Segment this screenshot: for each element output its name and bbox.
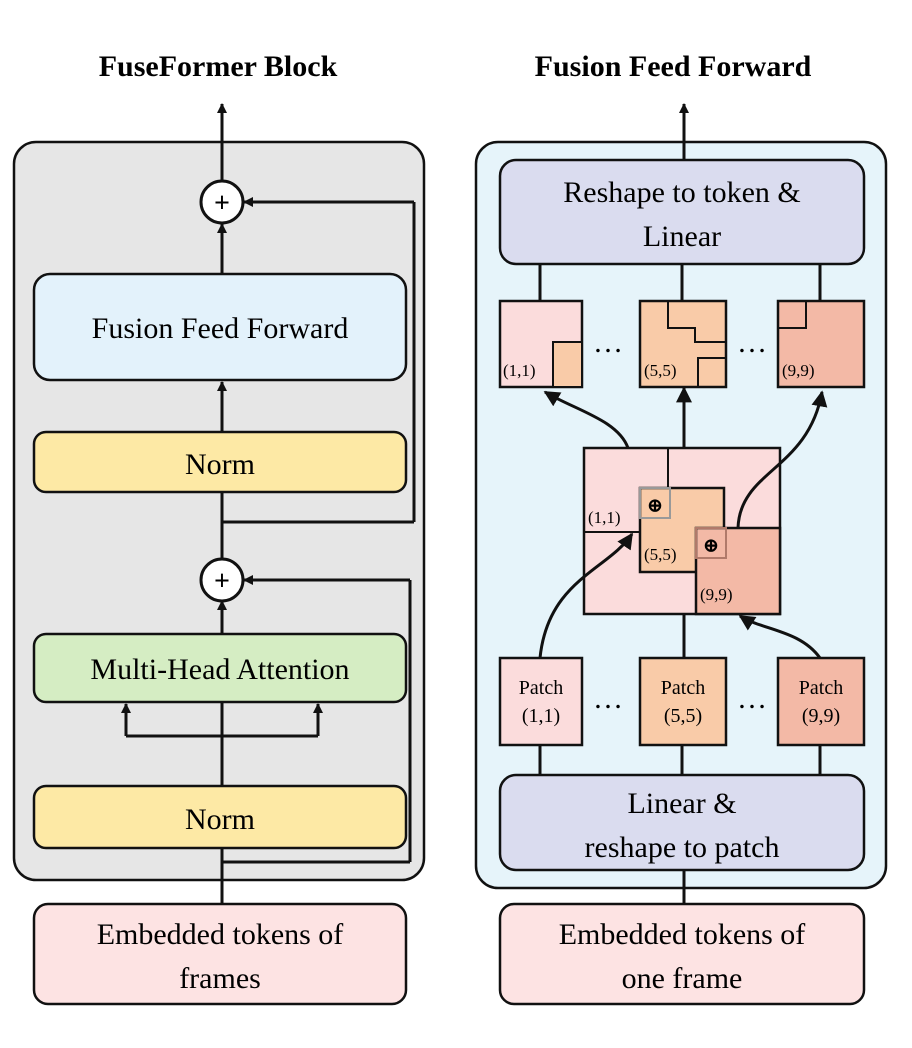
ellipsis-input-2: … xyxy=(737,682,767,715)
fuseformer-block-panel: FuseFormer Block Fusion Feed Forward xyxy=(12,50,426,1006)
svg-text:(1,1): (1,1) xyxy=(588,508,621,527)
svg-text:Patch: Patch xyxy=(661,677,705,699)
add-icon-top: + xyxy=(199,179,245,225)
input-patch-1-1: Patch (1,1) xyxy=(498,656,584,747)
fuseformer-block-background xyxy=(12,140,426,882)
left-input-line1: Embedded tokens of xyxy=(97,918,344,951)
multi-head-attention-box: Multi-Head Attention xyxy=(32,632,408,704)
right-input-box: Embedded tokens of one frame xyxy=(498,902,866,1006)
svg-text:(5,5): (5,5) xyxy=(644,361,677,380)
reshape-linear-line2: Linear xyxy=(643,220,721,253)
add-icon-bottom: + xyxy=(199,557,245,603)
right-input-line1: Embedded tokens of xyxy=(559,918,806,951)
left-input-box: Embedded tokens of frames xyxy=(32,902,408,1006)
linear-reshape-line1: Linear & xyxy=(627,787,736,820)
oplus-icon-2: ⊕ xyxy=(703,535,720,557)
norm-box-bottom: Norm xyxy=(32,784,408,850)
linear-reshape-box: Linear & reshape to patch xyxy=(498,773,866,872)
output-patch-1-1: (1,1) xyxy=(498,299,584,389)
svg-text:(9,9): (9,9) xyxy=(802,705,840,727)
left-input-line2: frames xyxy=(179,962,261,995)
reshape-linear-line1: Reshape to token & xyxy=(563,176,800,209)
fuseformer-block-title: FuseFormer Block xyxy=(99,50,338,83)
svg-text:(9,9): (9,9) xyxy=(782,361,815,380)
right-connectors xyxy=(538,103,822,904)
overlapping-patch-composite: ⊕ ⊕ (1,1) (5,5) (9,9) xyxy=(582,446,782,616)
input-patch-9-9: Patch (9,9) xyxy=(776,656,866,747)
svg-text:(1,1): (1,1) xyxy=(522,705,560,727)
svg-text:Patch: Patch xyxy=(799,677,843,699)
svg-text:(1,1): (1,1) xyxy=(503,361,536,380)
svg-text:(5,5): (5,5) xyxy=(644,545,677,564)
ellipsis-input-1: … xyxy=(593,682,623,715)
input-patch-5-5: Patch (5,5) xyxy=(638,656,728,747)
left-connectors xyxy=(121,103,416,940)
linear-reshape-line2: reshape to patch xyxy=(585,831,780,864)
svg-text:Patch: Patch xyxy=(519,677,563,699)
right-input-line2: one frame xyxy=(622,962,743,995)
curved-arrows xyxy=(538,390,828,659)
norm-top-label: Norm xyxy=(185,448,255,481)
output-patch-5-5: (5,5) xyxy=(638,299,728,389)
svg-text:(5,5): (5,5) xyxy=(664,705,702,727)
ellipsis-output-2: … xyxy=(737,326,767,359)
svg-text:(9,9): (9,9) xyxy=(700,585,733,604)
reshape-linear-box: Reshape to token & Linear xyxy=(498,158,866,266)
multi-head-attention-label: Multi-Head Attention xyxy=(90,653,349,686)
svg-text:+: + xyxy=(214,566,230,597)
output-patch-9-9: (9,9) xyxy=(776,299,866,389)
ellipsis-output-1: … xyxy=(593,326,623,359)
fusion-feed-forward-panel: Fusion Feed Forward Reshape to token & L… xyxy=(474,50,888,1006)
norm-box-top: Norm xyxy=(32,430,408,494)
fusion-feed-forward-label: Fusion Feed Forward xyxy=(92,312,349,345)
norm-bottom-label: Norm xyxy=(185,803,255,836)
fusion-feed-forward-title: Fusion Feed Forward xyxy=(535,50,812,83)
oplus-icon-1: ⊕ xyxy=(647,495,664,517)
fusion-feed-forward-box: Fusion Feed Forward xyxy=(32,272,408,382)
svg-text:+: + xyxy=(214,188,230,219)
